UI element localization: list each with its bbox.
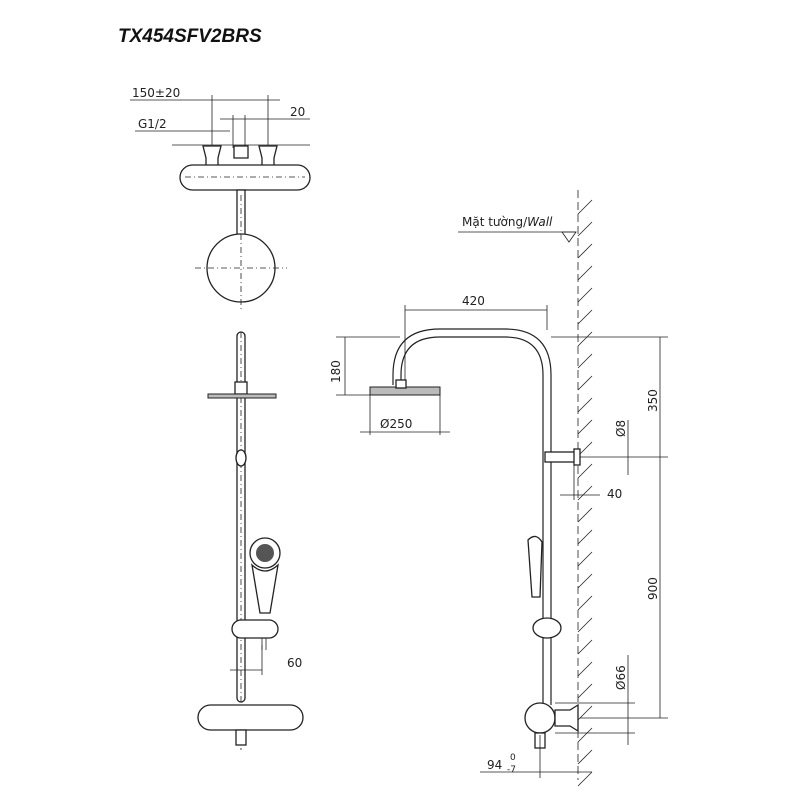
wall-hatch-line [577,551,593,567]
wall-hatch-line [577,309,593,325]
wall-hatch-line [577,595,593,611]
wall-hatch-line [577,265,593,281]
wall-hatch-line [577,199,593,215]
dim-420-label: 420 [462,294,485,308]
wall-hatch-line [577,485,593,501]
wall-hatch-line [577,661,593,677]
wall-hatch-line [577,243,593,259]
wall-hatch-line [577,771,593,787]
wall-label: Mặt tường/Wall [462,215,553,229]
dim-900-label: 900 [646,577,660,600]
dim-60-label: 60 [287,656,302,670]
wall-hatch-line [577,353,593,369]
wall: Mặt tường/Wall [458,190,593,787]
wall-hatch-line [577,727,593,743]
wall-hatch-line [577,573,593,589]
dim-spacing-label: 150±20 [132,86,180,100]
shower-front-view: 60 [197,331,304,750]
wall-hatch-line [577,287,593,303]
model-title: TX454SFV2BRS [118,26,262,47]
wall-hatch-line [577,331,593,347]
dim-180-label: 180 [329,360,343,383]
dim-94-tolerance-lower: -7 [507,765,516,775]
wall-hatch-line [577,463,593,479]
mixer-front-view: 150±20 G1/2 20 [130,86,311,310]
dim-d8-label: Ø8 [614,420,628,437]
wall-hatch-line [577,507,593,523]
side-dimensions: 420 180 Ø250 350 900 Ø8 40 Ø66 94 0 -7 [329,294,668,778]
shower-side-view [369,328,581,749]
wall-hatch-line [577,749,593,765]
dim-94-label: 94 [487,758,502,772]
dim-thread-label: G1/2 [138,117,167,131]
wall-hatch-line [577,529,593,545]
wall-hatch-line [577,397,593,413]
wall-hatch-line [577,617,593,633]
wall-hatch-line [577,221,593,237]
dim-20-label: 20 [290,105,305,119]
wall-hatch-line [577,375,593,391]
dim-40-label: 40 [607,487,622,501]
dim-94-tolerance-upper: 0 [510,753,516,763]
dim-head-diameter-label: Ø250 [380,417,412,431]
wall-hatch-line [577,683,593,699]
dim-d66-label: Ø66 [614,665,628,690]
wall-hatch-line [577,639,593,655]
dim-350-label: 350 [646,389,660,412]
wall-hatch-line [577,419,593,435]
